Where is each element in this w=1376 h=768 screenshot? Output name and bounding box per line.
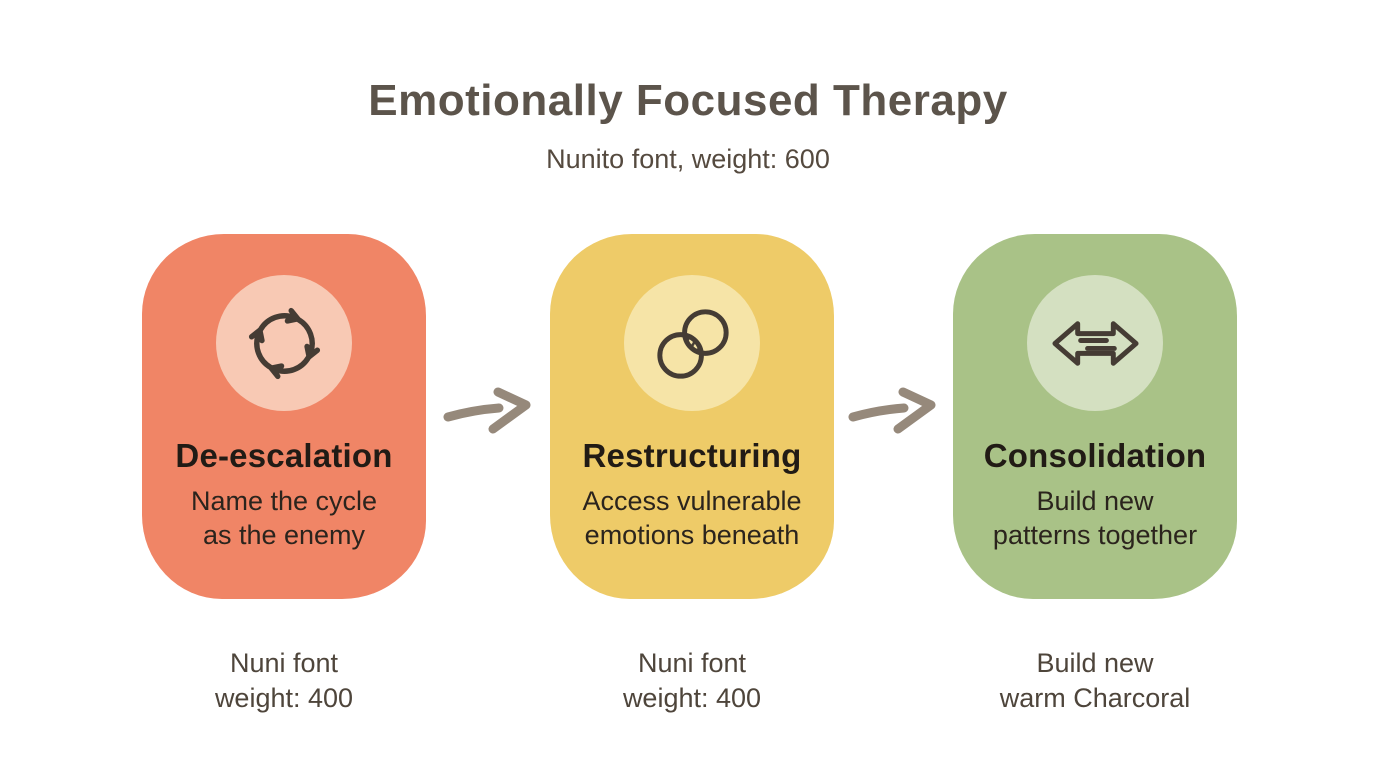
icon-circle — [624, 275, 760, 411]
flow-arrow-icon — [848, 387, 936, 434]
double-arrow-icon — [1051, 320, 1139, 366]
page-title: Emotionally Focused Therapy — [368, 76, 1008, 125]
overlapping-circles-icon — [656, 308, 729, 379]
icon-circle — [1027, 275, 1163, 411]
flow-arrow-icon — [443, 387, 531, 434]
icon-circle — [216, 275, 352, 411]
cycle-arrows-icon — [237, 307, 332, 391]
stage-title: Consolidation — [983, 437, 1207, 474]
page-subtitle: Nunito font, weight: 600 — [546, 144, 830, 174]
stage-title: Restructuring — [582, 437, 802, 474]
stage-title: De-escalation — [175, 437, 393, 474]
